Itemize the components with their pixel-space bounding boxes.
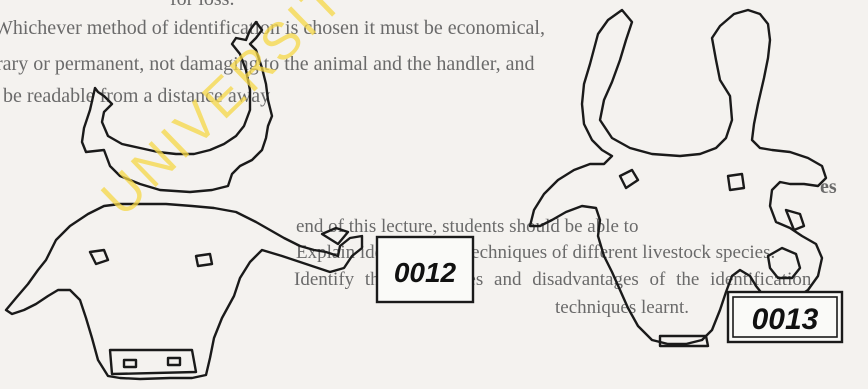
left-cow-head-outline (82, 22, 272, 192)
right-eye-left (620, 170, 638, 188)
left-cow-face-outline (6, 204, 362, 379)
right-tag-number: 0013 (752, 303, 819, 336)
left-eye-right (196, 254, 212, 266)
right-ear-inner (768, 248, 800, 278)
left-eye-left (90, 250, 108, 264)
right-ear-tag: 0013 (728, 292, 842, 342)
left-nostril-left (124, 360, 136, 367)
right-eye-right (728, 174, 744, 190)
left-ear-tag: 0012 (377, 237, 473, 302)
left-nostril-right (168, 358, 180, 365)
left-tag-number: 0012 (394, 257, 457, 288)
